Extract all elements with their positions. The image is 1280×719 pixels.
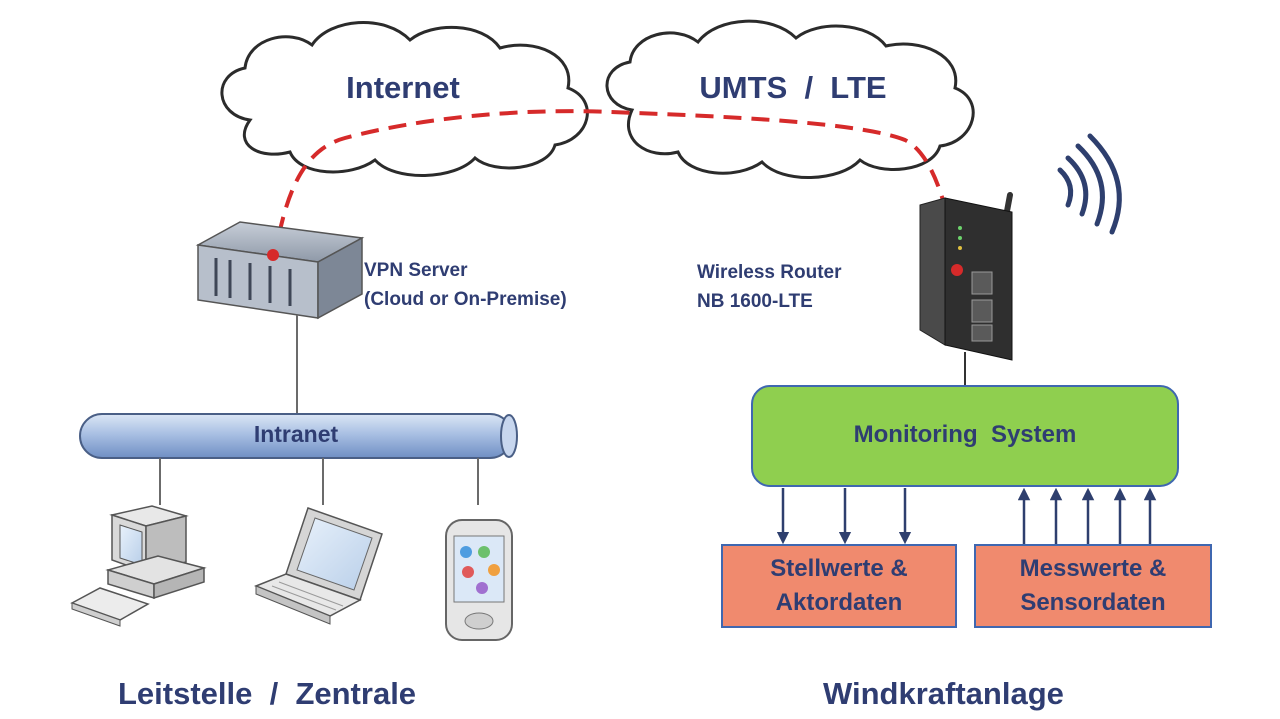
stellwerte-box: [721, 544, 957, 628]
stellwerte-label: Stellwerte & Aktordaten: [722, 552, 956, 620]
messwerte-box: [974, 544, 1212, 628]
monitoring-system-label: Monitoring System: [853, 421, 1077, 448]
router-label: Wireless Router NB 1600-LTE: [697, 258, 842, 316]
internet-cloud-icon: [220, 21, 589, 177]
vpn-server-icon: [195, 221, 365, 320]
stellwerte-label-line1: Stellwerte &: [770, 555, 908, 582]
vpn-server-label-line2: (Cloud or On-Premise): [364, 289, 567, 310]
sensor-arrows: [1017, 487, 1157, 544]
wireless-router-icon: [919, 192, 1013, 361]
umts-lte-cloud-icon: [605, 19, 975, 179]
smartphone-icon: [445, 519, 513, 641]
internet-label: Internet: [346, 70, 460, 105]
intranet-label: Intranet: [253, 421, 339, 447]
stellwerte-label-line2: Aktordaten: [775, 589, 903, 616]
vpn-tunnel-line: [272, 109, 959, 271]
laptop-icon: [253, 507, 383, 625]
messwerte-label: Messwerte & Sensordaten: [975, 552, 1211, 620]
intranet-drops: [159, 458, 479, 505]
umts-lte-label: UMTS / LTE: [699, 70, 887, 105]
monitoring-system-box: [751, 385, 1179, 487]
vpn-server-label: VPN Server (Cloud or On-Premise): [364, 256, 567, 314]
router-label-line2: NB 1600-LTE: [697, 291, 813, 312]
messwerte-label-line1: Messwerte &: [1019, 555, 1167, 582]
left-site-title: Leitstelle / Zentrale: [118, 676, 417, 711]
vpn-server-label-line1: VPN Server: [364, 260, 468, 281]
control-arrows: [776, 488, 912, 545]
router-label-line1: Wireless Router: [697, 262, 842, 283]
messwerte-label-line2: Sensordaten: [1020, 589, 1166, 616]
wireless-signal-icon: [1057, 133, 1122, 235]
desktop-computer-icon: [70, 505, 207, 627]
right-site-title: Windkraftanlage: [823, 676, 1064, 711]
intranet-bus: [79, 413, 518, 459]
